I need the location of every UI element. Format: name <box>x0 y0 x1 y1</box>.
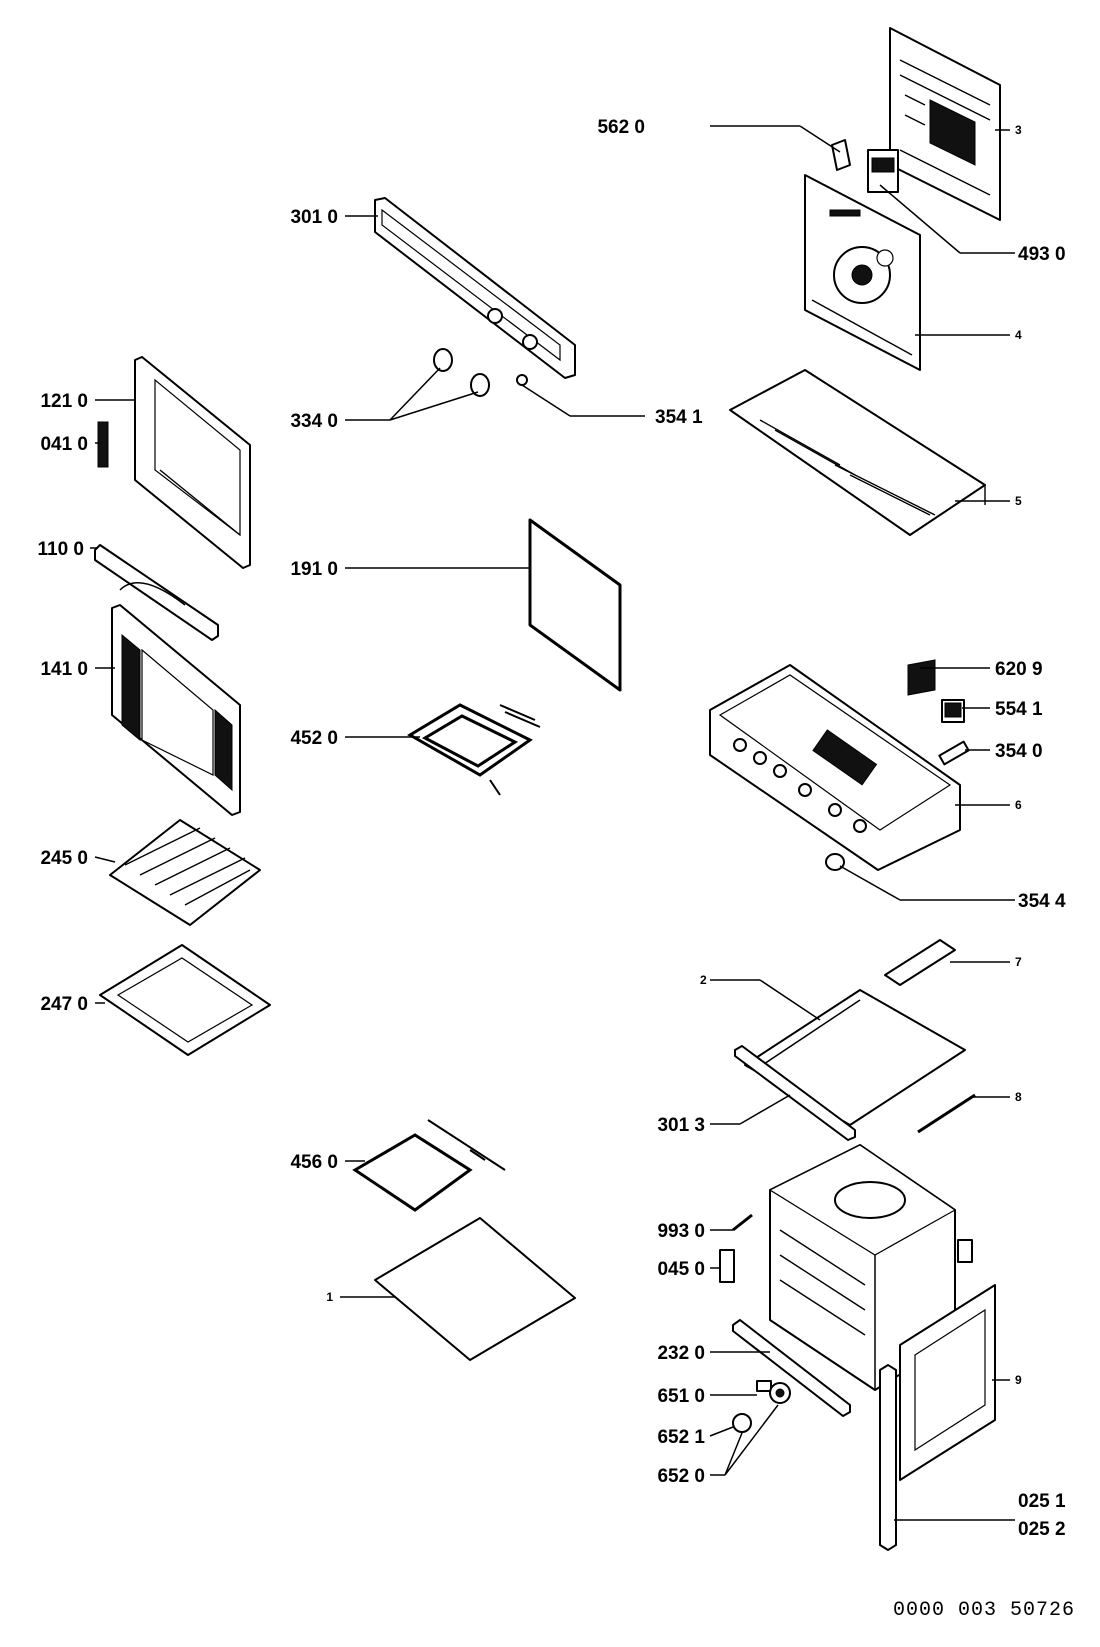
part-lamp-holder <box>938 740 970 766</box>
label-110-0: 110 0 <box>38 539 85 560</box>
part-baking-tray <box>99 944 271 1056</box>
part-rear-panel <box>889 27 1001 221</box>
label-232-0: 232 0 <box>657 1343 705 1364</box>
part-screw <box>732 1213 753 1232</box>
part-hinge <box>97 421 109 468</box>
label-562-0: 562 0 <box>597 117 645 138</box>
label-652-0: 652 0 <box>657 1466 705 1487</box>
part-clip <box>831 139 851 171</box>
label-247-0: 247 0 <box>40 994 88 1015</box>
label-2: 2 <box>700 973 707 987</box>
label-1: 1 <box>326 1290 333 1304</box>
label-141-0: 141 0 <box>40 659 88 680</box>
label-652-1: 652 1 <box>657 1427 705 1448</box>
label-4: 4 <box>1015 328 1022 342</box>
part-bottom-panel <box>744 989 966 1126</box>
part-knob-small <box>732 1413 752 1433</box>
label-651-0: 651 0 <box>657 1386 705 1407</box>
part-switch <box>907 659 936 696</box>
label-025-2: 025 2 <box>1018 1519 1066 1540</box>
label-301-3: 301 3 <box>657 1115 705 1136</box>
part-door-handle <box>94 544 219 641</box>
label-993-0: 993 0 <box>657 1221 705 1242</box>
document-number: 0000 003 50726 <box>893 1599 1075 1622</box>
label-025-1: 025 1 <box>1018 1491 1066 1512</box>
part-control-fascia <box>374 197 576 379</box>
label-041-0: 041 0 <box>40 434 88 455</box>
part-lower-strip <box>732 1319 851 1417</box>
part-knobs <box>433 348 490 397</box>
label-354-0: 354 0 <box>995 741 1043 762</box>
label-301-0: 301 0 <box>290 207 338 228</box>
label-554-1: 554 1 <box>995 699 1043 720</box>
label-452-0: 452 0 <box>290 728 338 749</box>
part-wire-shelf <box>109 819 261 926</box>
part-outer-glass <box>111 604 241 816</box>
part-vertical-trim <box>879 1364 897 1551</box>
label-456-0: 456 0 <box>290 1152 338 1173</box>
part-fan-motor <box>867 149 899 193</box>
part-fan-cover <box>804 174 921 371</box>
part-door-gasket <box>528 518 622 692</box>
label-8: 8 <box>1015 1090 1022 1104</box>
part-lamp <box>516 374 528 386</box>
part-bottom-liner <box>374 1217 576 1361</box>
part-lamp-2 <box>825 853 845 871</box>
part-rail <box>917 1093 976 1134</box>
label-5: 5 <box>1015 494 1022 508</box>
label-6: 6 <box>1015 798 1022 812</box>
part-lower-element <box>352 1119 506 1212</box>
label-045-0: 045 0 <box>657 1259 705 1280</box>
part-oven-cavity <box>768 1144 973 1391</box>
label-354-1: 354 1 <box>655 407 703 428</box>
label-3: 3 <box>1015 123 1022 137</box>
part-front-strip <box>734 1045 856 1141</box>
label-245-0: 245 0 <box>40 848 88 869</box>
part-catch <box>719 1249 735 1283</box>
part-grill-element <box>407 703 541 796</box>
part-knob-spindle <box>756 1380 772 1392</box>
label-334-0: 334 0 <box>290 411 338 432</box>
part-door-inner <box>134 356 251 569</box>
part-side-panel <box>899 1284 996 1481</box>
part-knob-large <box>769 1382 791 1404</box>
part-relay <box>941 699 965 723</box>
label-191-0: 191 0 <box>290 559 338 580</box>
label-7: 7 <box>1015 955 1022 969</box>
label-121-0: 121 0 <box>40 391 88 412</box>
label-9: 9 <box>1015 1373 1022 1387</box>
part-control-housing <box>709 664 961 871</box>
part-top-panel <box>729 369 986 536</box>
part-bracket-top <box>884 939 956 986</box>
label-493-0: 493 0 <box>1018 244 1066 265</box>
label-354-4: 354 4 <box>1018 891 1066 912</box>
label-620-9: 620 9 <box>995 659 1043 680</box>
leader-lines <box>90 125 1015 1521</box>
